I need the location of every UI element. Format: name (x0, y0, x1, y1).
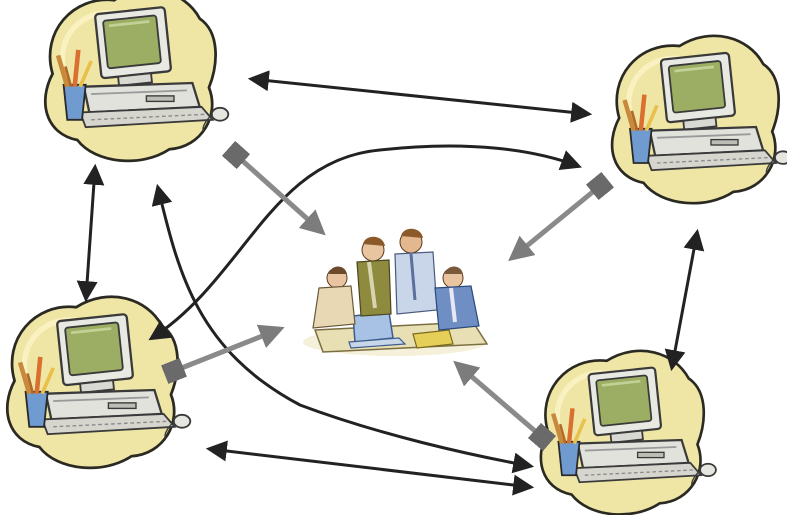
people-meeting-icon (303, 228, 489, 356)
arrow-bottom-right-to-group (453, 360, 557, 452)
black-arrows (76, 70, 705, 496)
computer-bottom-right-icon (541, 351, 716, 515)
computer-top-right-icon (612, 36, 787, 203)
arrow-top-left-top-right (247, 70, 593, 123)
gray-arrows (161, 140, 615, 452)
arrow-top-left-bottom-left (76, 163, 105, 303)
computer-bottom-left-icon (7, 297, 190, 468)
arrow-top-left-bottom-right (151, 183, 535, 474)
arrow-top-right-to-group (508, 171, 615, 262)
computer-top-left-icon (45, 0, 228, 161)
arrow-top-right-bottom-right (664, 228, 705, 372)
arrow-bottom-left-to-group (161, 324, 285, 384)
arrow-top-left-to-group (221, 140, 326, 236)
arrow-bottom-left-bottom-right (205, 440, 535, 496)
